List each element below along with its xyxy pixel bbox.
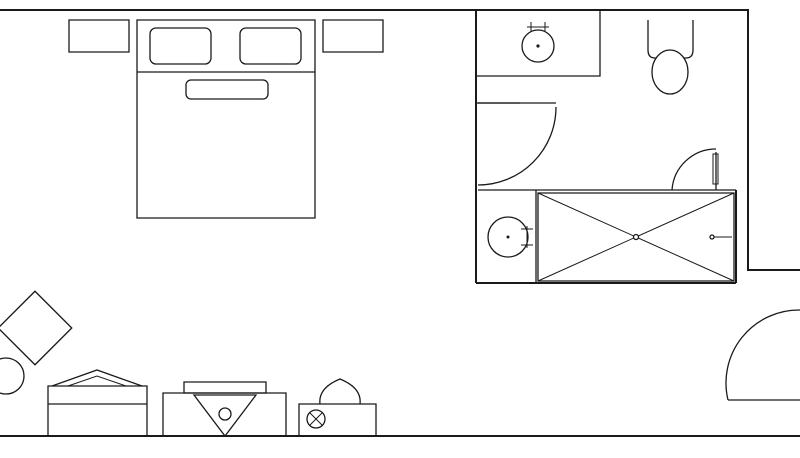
bathroom: [476, 10, 736, 283]
desk-chair: [299, 379, 376, 436]
tv-desk: [163, 382, 286, 436]
armchair: [0, 291, 72, 365]
entry-door: [726, 310, 800, 400]
shower-tray: [538, 193, 734, 281]
side-table-round: [0, 358, 24, 394]
vanity-sink: [488, 190, 536, 283]
washbasin-counter: [476, 10, 600, 76]
bed-frame: [137, 20, 315, 218]
pillow-right: [240, 28, 301, 64]
toilet: [648, 20, 693, 94]
nightstand-right: [323, 20, 383, 52]
luggage-bench: [48, 370, 147, 436]
wash-basin: [522, 22, 554, 62]
nightstand-left: [69, 20, 129, 52]
bathroom-door: [478, 103, 556, 185]
bed-cushion: [186, 80, 268, 99]
double-bed: [137, 20, 315, 218]
pillow-left: [150, 28, 211, 64]
shower-door: [672, 149, 718, 190]
